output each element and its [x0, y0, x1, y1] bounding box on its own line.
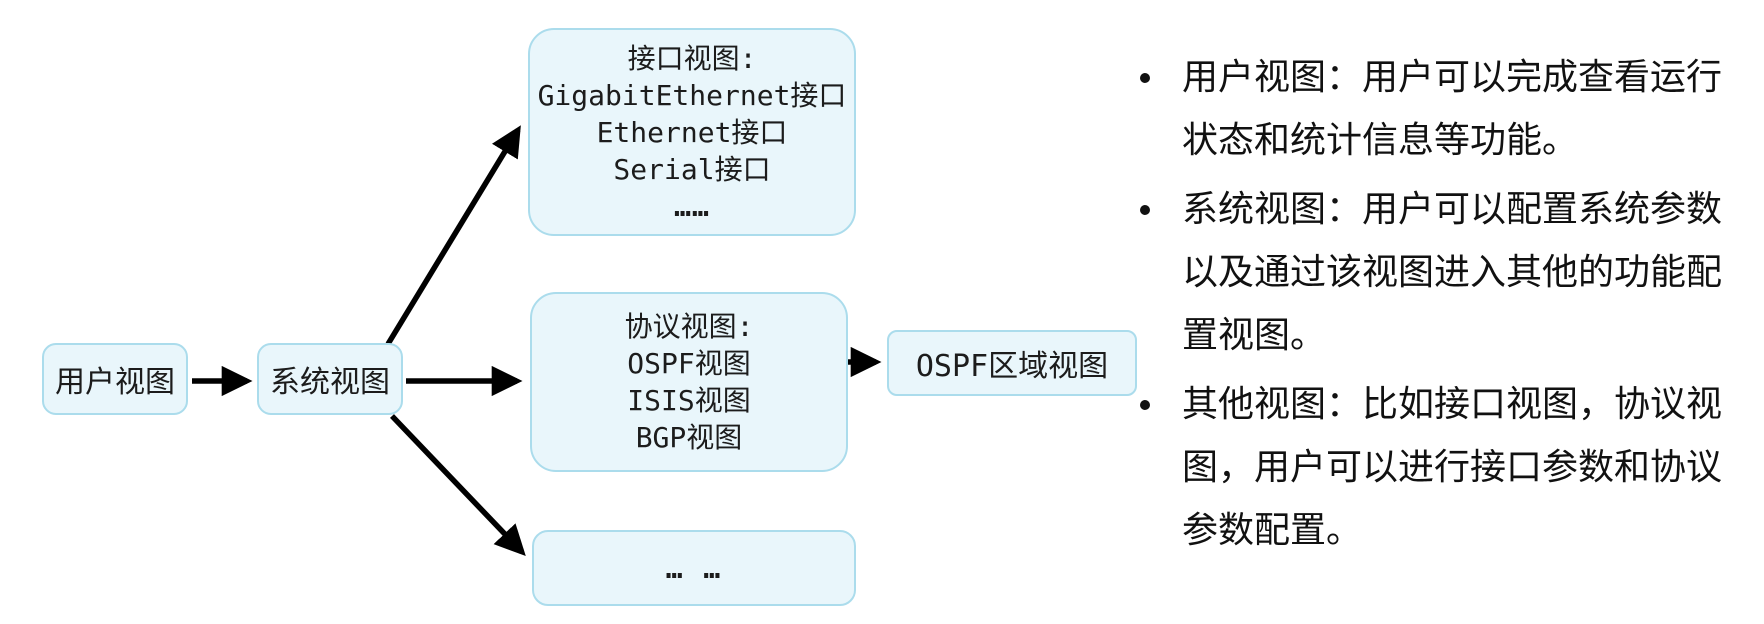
protocol-view-item: BGP视图 [635, 421, 743, 454]
interface-view-item: GigabitEthernet接口 [537, 78, 847, 112]
node-system-view-label: 系统视图 [270, 365, 390, 400]
interface-view-title: 接口视图: [627, 41, 757, 75]
interface-view-ellipsis: …… [674, 189, 710, 223]
note-user-view-line: 用户视图：用户可以完成查看运行 [1182, 57, 1723, 97]
note-other-views-line: 其他视图：比如接口视图，协议视 [1182, 384, 1723, 424]
node-protocol-view: 协议视图: OSPF视图 ISIS视图 BGP视图 [530, 292, 848, 472]
list-item: 其他视图：比如接口视图，协议视 图，用户可以进行接口参数和协议 参数配置。 [1120, 373, 1760, 562]
node-user-view-label: 用户视图 [55, 365, 175, 400]
protocol-view-item: OSPF视图 [627, 347, 751, 380]
node-ospf-area-view: OSPF区域视图 [887, 330, 1137, 396]
interface-view-item: Ethernet接口 [596, 115, 788, 149]
arrow-system-to-interface [385, 125, 521, 346]
list-item: 用户视图：用户可以完成查看运行 状态和统计信息等功能。 [1120, 46, 1760, 172]
note-other-views-line: 参数配置。 [1182, 510, 1363, 550]
interface-view-item: Serial接口 [613, 152, 771, 186]
protocol-view-item: ISIS视图 [627, 384, 751, 417]
list-item: 系统视图：用户可以配置系统参数 以及通过该视图进入其他的功能配 置视图。 [1120, 178, 1760, 367]
note-system-view-line: 系统视图：用户可以配置系统参数 [1182, 189, 1723, 229]
note-system-view-line: 置视图。 [1182, 315, 1327, 355]
bullet-icon [1140, 400, 1150, 410]
protocol-view-title: 协议视图: [624, 310, 754, 343]
node-other-views: … … [532, 530, 856, 606]
note-user-view-line: 状态和统计信息等功能。 [1182, 120, 1579, 160]
node-interface-view: 接口视图: GigabitEthernet接口 Ethernet接口 Seria… [528, 28, 856, 236]
ospf-area-view-label: OSPF区域视图 [915, 349, 1109, 384]
bullet-icon [1140, 73, 1150, 83]
bullet-icon [1140, 205, 1150, 215]
node-system-view: 系统视图 [257, 343, 403, 415]
node-user-view: 用户视图 [42, 343, 188, 415]
view-descriptions-list: 用户视图：用户可以完成查看运行 状态和统计信息等功能。 系统视图：用户可以配置系… [1120, 46, 1760, 568]
note-system-view-line: 以及通过该视图进入其他的功能配 [1182, 252, 1723, 292]
note-other-views-line: 图，用户可以进行接口参数和协议 [1182, 447, 1723, 487]
other-views-ellipsis: … … [665, 551, 723, 585]
arrow-system-to-other [390, 414, 526, 556]
